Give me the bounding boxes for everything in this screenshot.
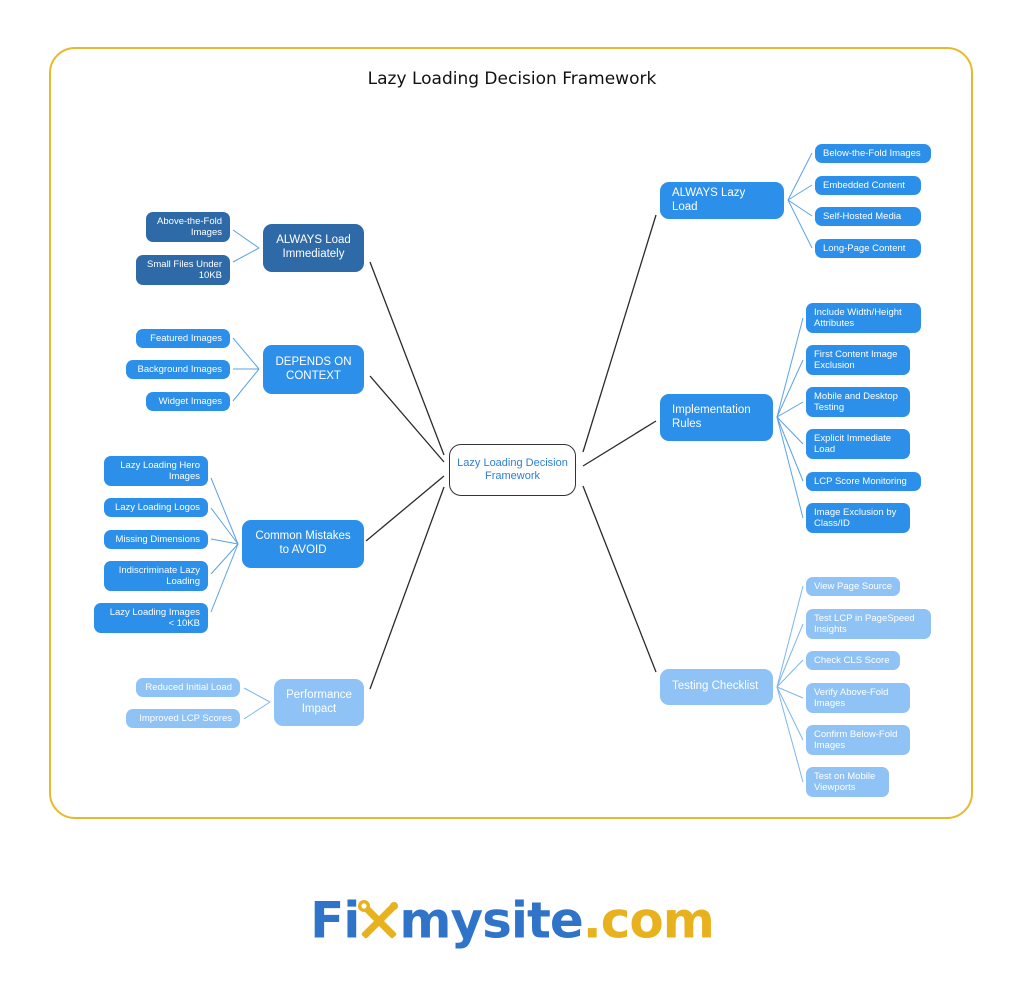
link-depends-leaf-0 xyxy=(232,337,260,370)
link-mistakes-leaf-2 xyxy=(210,538,239,545)
link-testing-leaf-0 xyxy=(776,585,804,688)
wrench-screwdriver-icon xyxy=(358,899,399,938)
link-testing-leaf-4 xyxy=(776,686,804,741)
link-always-lazy-leaf-1 xyxy=(787,184,813,201)
link-always-lazy-leaf-3 xyxy=(787,199,813,249)
center-node: Lazy Loading Decision Framework xyxy=(449,444,576,496)
branch-always-load-immediately: ALWAYS Load Immediately xyxy=(263,224,364,272)
leaf-view-page-source: View Page Source xyxy=(806,577,900,596)
leaf-first-content-image-exclusion: First Content Image Exclusion xyxy=(806,345,910,375)
link-testing-leaf-1 xyxy=(776,623,804,688)
link-performance-leaf-0 xyxy=(243,687,271,703)
branch-performance-impact: Performance Impact xyxy=(274,679,364,726)
link-depends-leaf-2 xyxy=(232,368,260,402)
link-testing-leaf-2 xyxy=(776,659,804,688)
leaf-test-lcp-pagespeed: Test LCP in PageSpeed Insights xyxy=(806,609,931,639)
link-center-testing xyxy=(582,485,657,673)
logo-text-mysite: mysite xyxy=(399,891,583,950)
leaf-include-width-height: Include Width/Height Attributes xyxy=(806,303,921,333)
leaf-missing-dimensions: Missing Dimensions xyxy=(104,530,208,549)
link-testing-leaf-3 xyxy=(776,686,804,699)
link-center-performance xyxy=(369,486,445,690)
leaf-widget-images: Widget Images xyxy=(146,392,230,411)
leaf-below-the-fold-images: Below-the-Fold Images xyxy=(815,144,931,163)
leaf-reduced-initial-load: Reduced Initial Load xyxy=(136,678,240,697)
branch-depends-on-context: DEPENDS ON CONTEXT xyxy=(263,345,364,394)
branch-implementation-rules: Implementation Rules xyxy=(660,394,773,441)
link-performance-leaf-1 xyxy=(243,701,271,720)
leaf-lazy-loading-under-10kb: Lazy Loading Images < 10KB xyxy=(94,603,208,633)
link-mistakes-leaf-0 xyxy=(210,477,239,545)
link-testing-leaf-5 xyxy=(776,686,804,783)
link-mistakes-leaf-3 xyxy=(210,543,239,575)
leaf-verify-above-fold: Verify Above-Fold Images xyxy=(806,683,910,713)
leaf-lazy-loading-logos: Lazy Loading Logos xyxy=(104,498,208,517)
link-center-depends xyxy=(369,375,445,463)
branch-always-lazy-load: ALWAYS Lazy Load xyxy=(660,182,784,219)
leaf-explicit-immediate-load: Explicit Immediate Load xyxy=(806,429,910,459)
leaf-embedded-content: Embedded Content xyxy=(815,176,921,195)
leaf-featured-images: Featured Images xyxy=(136,329,230,348)
leaf-mobile-desktop-testing: Mobile and Desktop Testing xyxy=(806,387,910,417)
logo-text-fi: Fi xyxy=(310,891,360,950)
leaf-lazy-loading-hero-images: Lazy Loading Hero Images xyxy=(104,456,208,486)
leaf-improved-lcp-scores: Improved LCP Scores xyxy=(126,709,240,728)
link-implementation-leaf-2 xyxy=(776,401,804,418)
link-always-load-leaf-0 xyxy=(232,229,260,249)
diagram-title: Lazy Loading Decision Framework xyxy=(367,69,657,89)
link-implementation-leaf-1 xyxy=(776,359,804,418)
link-center-implementation xyxy=(582,420,657,467)
logo-text-com: .com xyxy=(582,891,715,950)
leaf-self-hosted-media: Self-Hosted Media xyxy=(815,207,921,226)
link-implementation-leaf-3 xyxy=(776,416,804,445)
link-implementation-leaf-5 xyxy=(776,416,804,519)
link-mistakes-leaf-1 xyxy=(210,507,239,545)
link-always-lazy-leaf-2 xyxy=(787,199,813,217)
link-center-always-lazy xyxy=(582,214,657,453)
link-implementation-leaf-4 xyxy=(776,416,804,482)
leaf-background-images: Background Images xyxy=(126,360,230,379)
branch-common-mistakes: Common Mistakes to AVOID xyxy=(242,520,364,568)
link-always-lazy-leaf-0 xyxy=(787,152,813,201)
leaf-small-files-under-10kb: Small Files Under 10KB xyxy=(136,255,230,285)
leaf-test-mobile-viewports: Test on Mobile Viewports xyxy=(806,767,889,797)
leaf-check-cls-score: Check CLS Score xyxy=(806,651,900,670)
leaf-lcp-score-monitoring: LCP Score Monitoring xyxy=(806,472,921,491)
link-center-mistakes xyxy=(365,475,445,542)
link-center-always-load xyxy=(369,261,445,456)
leaf-image-exclusion-class-id: Image Exclusion by Class/ID xyxy=(806,503,910,533)
leaf-indiscriminate-lazy-loading: Indiscriminate Lazy Loading xyxy=(104,561,208,591)
link-mistakes-leaf-4 xyxy=(210,543,239,613)
leaf-long-page-content: Long-Page Content xyxy=(815,239,921,258)
branch-testing-checklist: Testing Checklist xyxy=(660,669,773,705)
link-always-load-leaf-1 xyxy=(232,247,260,263)
leaf-above-the-fold-images: Above-the-Fold Images xyxy=(146,212,230,242)
leaf-confirm-below-fold: Confirm Below-Fold Images xyxy=(806,725,910,755)
link-implementation-leaf-0 xyxy=(776,317,804,418)
fixmysite-logo: Fi mysite.com xyxy=(0,888,1024,958)
